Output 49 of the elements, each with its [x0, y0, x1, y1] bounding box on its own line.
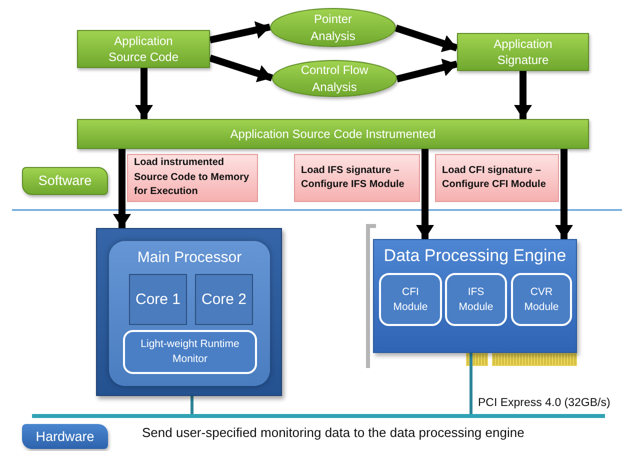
node-label: Application Source Code Instrumented — [230, 126, 436, 142]
process-box — [77, 30, 210, 68]
arrow — [208, 54, 274, 82]
node-label: Core 2 — [201, 291, 247, 308]
note-box — [127, 154, 258, 202]
engine-card — [373, 239, 577, 353]
arrow — [209, 21, 271, 44]
arrow — [394, 24, 458, 52]
processor-box — [109, 241, 270, 386]
section-tag — [22, 167, 108, 195]
module-box — [445, 273, 507, 326]
node-label: CFI Module — [392, 284, 429, 314]
note-box — [435, 154, 559, 202]
process-bar — [77, 119, 589, 149]
connector-line — [190, 396, 194, 414]
node-label: Light-weight Runtime Monitor — [140, 337, 240, 367]
node-label: Data Processing Engine — [382, 246, 568, 266]
arrow — [396, 58, 458, 82]
arrow — [113, 149, 131, 228]
node-label: Hardware — [36, 429, 94, 444]
caption-text: Send user-specified monitoring data to the data processing engine — [142, 425, 524, 440]
process-box — [457, 33, 589, 71]
section-tag — [22, 424, 108, 449]
process-ellipse — [272, 60, 397, 97]
monitor-box — [123, 330, 257, 374]
core-box — [129, 274, 187, 325]
processor-package — [96, 228, 282, 396]
node-label: Control Flow Analysis — [300, 62, 370, 95]
node-label: Application Signature — [492, 36, 554, 68]
core-box — [195, 274, 253, 325]
arrow — [514, 71, 532, 119]
node-label: Software — [38, 172, 92, 190]
bus-label: PCI Express 4.0 (32GB/s) — [478, 397, 610, 409]
node-label: Load IFS signature – Configure IFS Module — [301, 164, 406, 192]
connector-line — [470, 353, 472, 414]
module-box — [511, 273, 572, 326]
node-label: Main Processor — [136, 249, 243, 266]
node-label: Pointer Analysis — [310, 11, 356, 44]
node-label: IFS Module — [458, 284, 494, 314]
arrow — [135, 68, 153, 119]
node-label: CVR Module — [523, 284, 560, 314]
node-label: Load CFI signature – Configure CFI Module — [442, 164, 547, 192]
node-label: Core 1 — [135, 291, 181, 308]
node-label: Load instrumented Source Code to Memory for Execution — [134, 156, 250, 200]
arrow — [555, 149, 573, 239]
note-box — [294, 154, 420, 202]
node-label: Application Source Code — [107, 32, 180, 66]
module-box — [379, 273, 442, 326]
arrow — [416, 149, 434, 239]
